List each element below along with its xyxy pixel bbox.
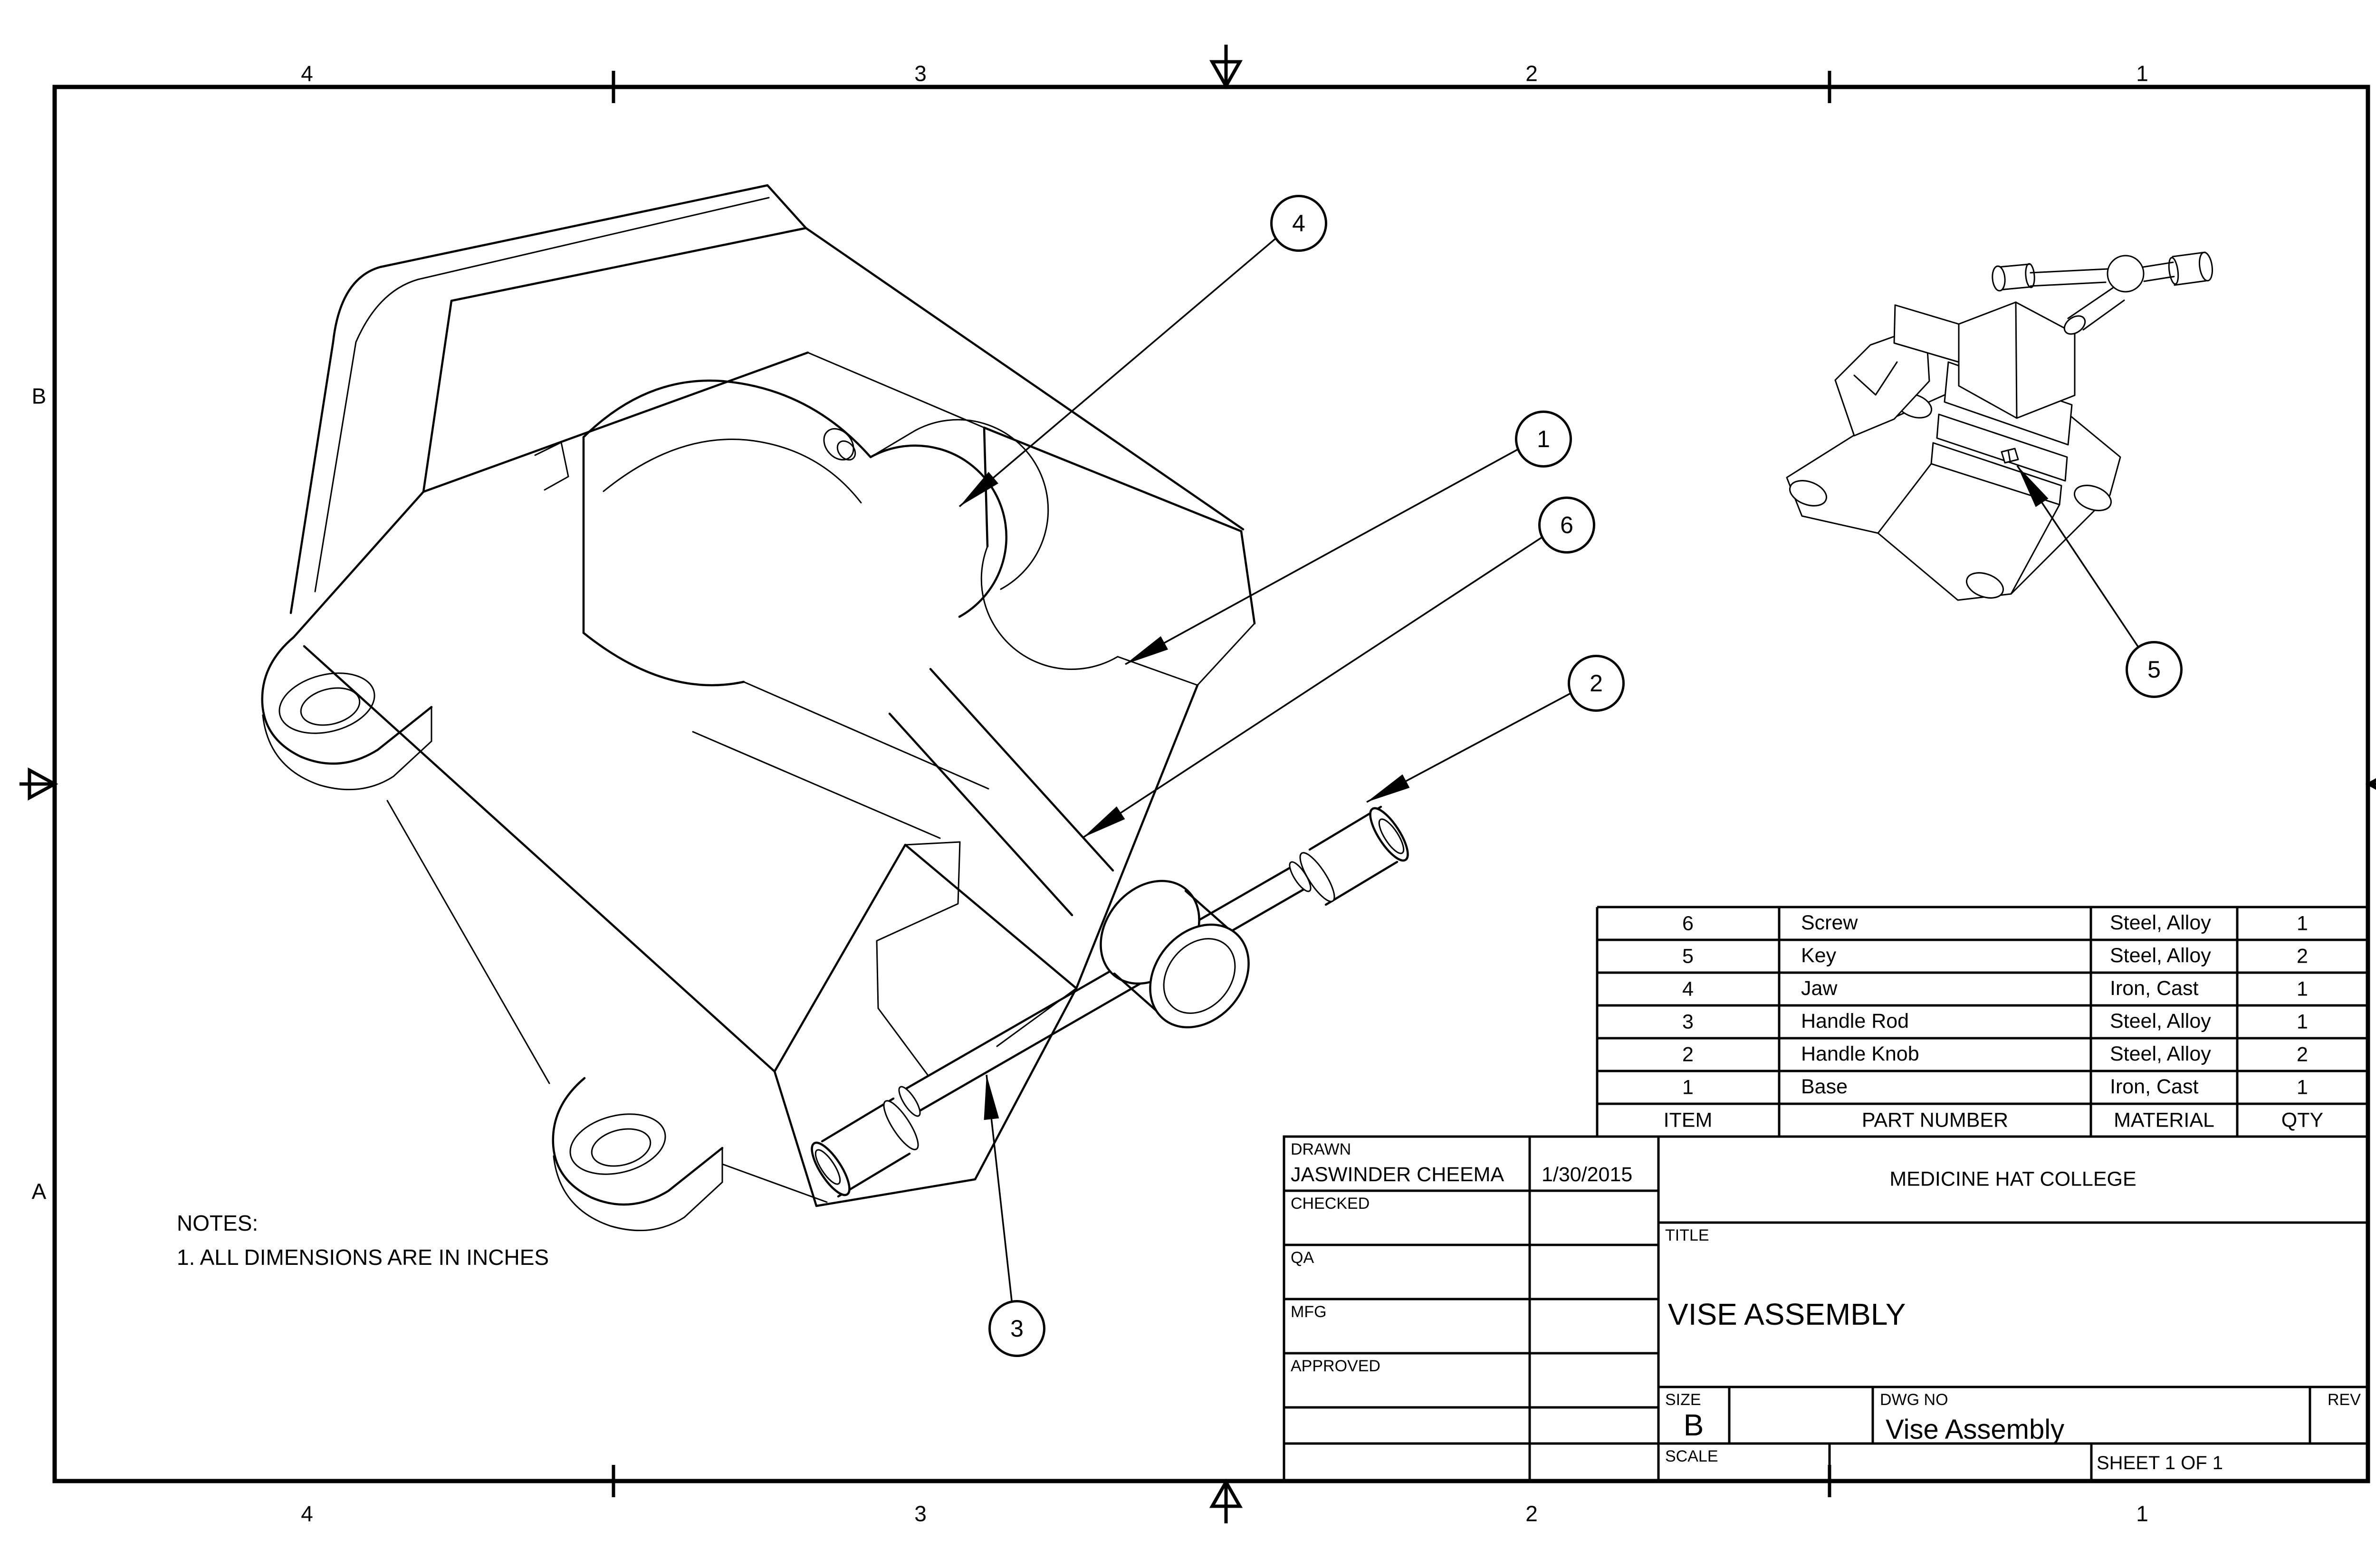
parts-list-grid — [1596, 906, 2369, 1138]
zone-col-top-4: 4 — [301, 61, 313, 86]
zone-col-bot-4: 4 — [301, 1501, 313, 1526]
cell-part: Base — [1801, 1075, 1848, 1098]
cell-qty: 1 — [2297, 977, 2308, 1001]
center-mark-top — [1209, 45, 1243, 90]
cell-qty: 1 — [2297, 912, 2308, 935]
balloon-leaders — [958, 220, 2153, 1327]
center-mark-bottom — [1209, 1478, 1243, 1523]
cell-qty: 1 — [2297, 1076, 2308, 1099]
balloon-1: 1 — [1515, 411, 1572, 468]
cell-item: 2 — [1682, 1043, 1694, 1066]
drawn-by: JASWINDER CHEEMA — [1291, 1163, 1504, 1186]
balloon-6-label: 6 — [1560, 512, 1573, 538]
cell-qty: 1 — [2297, 1010, 2308, 1033]
header-item: ITEM — [1663, 1109, 1713, 1132]
balloon-4-label: 4 — [1292, 210, 1305, 237]
leader-1 — [1125, 436, 1542, 665]
cell-item: 5 — [1682, 945, 1694, 968]
main-assembly-view — [261, 184, 1409, 1232]
drawing-title: VISE ASSEMBLY — [1668, 1297, 1906, 1331]
cell-qty: 2 — [2297, 945, 2308, 968]
cell-item: 1 — [1682, 1076, 1694, 1099]
balloon-3: 3 — [988, 1300, 1045, 1357]
label-dwg-no: DWG NO — [1880, 1391, 1948, 1409]
detail-view — [1786, 251, 2213, 601]
cell-item: 3 — [1682, 1010, 1694, 1033]
dwg-no-value: Vise Assembly — [1886, 1414, 2065, 1445]
zone-row-left-b: B — [31, 383, 47, 409]
zone-col-bot-3: 3 — [914, 1501, 927, 1526]
label-mfg: MFG — [1291, 1303, 1327, 1321]
label-size: SIZE — [1665, 1391, 1701, 1409]
header-mat: MATERIAL — [2114, 1109, 2214, 1132]
company-name: MEDICINE HAT COLLEGE — [1889, 1167, 2136, 1191]
label-scale: SCALE — [1665, 1447, 1718, 1465]
center-mark-right — [2365, 778, 2376, 790]
cell-part: Key — [1801, 944, 1837, 967]
label-checked: CHECKED — [1291, 1195, 1370, 1213]
zone-col-top-2: 2 — [1525, 61, 1538, 86]
center-mark-left — [19, 767, 58, 801]
zone-col-top-3: 3 — [914, 61, 927, 86]
cell-mat: Steel, Alloy — [2110, 1010, 2211, 1033]
balloon-5-label: 5 — [2147, 656, 2161, 683]
label-qa: QA — [1291, 1249, 1314, 1267]
balloon-5: 5 — [2126, 641, 2183, 698]
header-part: PART NUMBER — [1861, 1109, 2009, 1132]
balloon-2-label: 2 — [1590, 670, 1603, 697]
balloon-1-label: 1 — [1537, 426, 1550, 452]
leader-6 — [1083, 522, 1565, 838]
notes-heading: NOTES: — [177, 1211, 259, 1235]
cell-mat: Iron, Cast — [2110, 977, 2199, 1000]
zone-col-top-1: 1 — [2136, 61, 2148, 86]
leader-5 — [2016, 465, 2153, 668]
notes-item: 1. ALL DIMENSIONS ARE IN INCHES — [177, 1245, 549, 1270]
cell-part: Handle Rod — [1801, 1010, 1909, 1033]
cell-part: Jaw — [1801, 977, 1838, 1000]
cell-mat: Steel, Alloy — [2110, 911, 2211, 934]
cell-mat: Steel, Alloy — [2110, 944, 2211, 967]
title-block-grid — [1283, 1135, 2369, 1482]
balloon-3-label: 3 — [1010, 1315, 1024, 1342]
cell-part: Screw — [1801, 911, 1858, 934]
cell-mat: Steel, Alloy — [2110, 1042, 2211, 1065]
cell-qty: 2 — [2297, 1043, 2308, 1066]
cell-item: 4 — [1682, 977, 1694, 1001]
sheet-number: SHEET 1 OF 1 — [2097, 1453, 2223, 1473]
balloon-6: 6 — [1538, 497, 1595, 554]
balloon-4: 4 — [1270, 195, 1327, 252]
label-title: TITLE — [1665, 1226, 1709, 1244]
leader-2 — [1366, 680, 1594, 803]
balloon-2: 2 — [1568, 655, 1625, 712]
zone-row-left-a: A — [31, 1179, 47, 1204]
header-qty: QTY — [2281, 1109, 2324, 1132]
leader-3 — [984, 1074, 1016, 1327]
drawn-date: 1/30/2015 — [1542, 1163, 1633, 1186]
leader-4 — [958, 220, 1297, 507]
cell-mat: Iron, Cast — [2110, 1075, 2199, 1098]
zone-col-bot-1: 1 — [2136, 1501, 2148, 1526]
zone-col-bot-2: 2 — [1525, 1501, 1538, 1526]
sheet-frame — [19, 45, 2376, 1523]
label-drawn: DRAWN — [1291, 1140, 1351, 1158]
label-rev: REV — [2328, 1391, 2361, 1409]
size-value: B — [1683, 1408, 1704, 1443]
cell-part: Handle Knob — [1801, 1042, 1919, 1065]
cell-item: 6 — [1682, 912, 1694, 935]
label-approved: APPROVED — [1291, 1357, 1380, 1375]
